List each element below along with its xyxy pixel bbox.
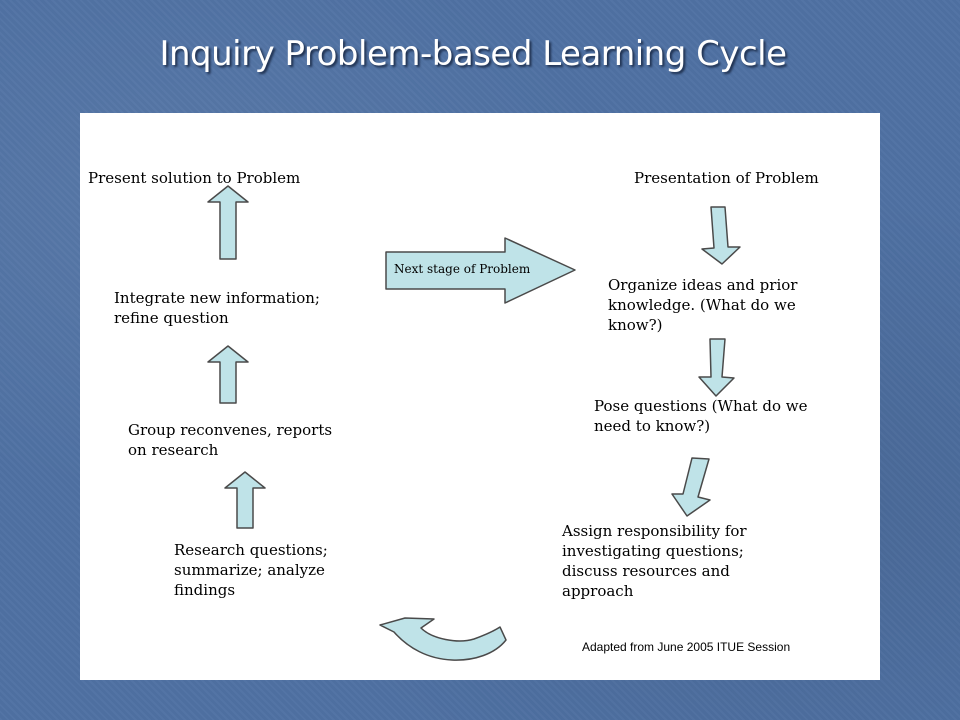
- step-present-solution: Present solution to Problem: [88, 169, 301, 187]
- step-integrate: Integrate new information; refine questi…: [114, 289, 320, 327]
- step-group-reconvenes: Group reconvenes, reports on research: [128, 421, 333, 459]
- step-research: Research questions; summarize; analyze f…: [174, 541, 328, 599]
- diagram-panel: Present solution to Problem Presentation…: [80, 113, 880, 680]
- step-assign: Assign responsibility for investigating …: [562, 522, 747, 600]
- step-organize: Organize ideas and prior knowledge. (Wha…: [608, 276, 798, 334]
- down-arrow-to-assign: [671, 457, 711, 517]
- credit-note: Adapted from June 2005 ITUE Session: [582, 640, 791, 654]
- down-arrow-to-organize: [701, 206, 741, 265]
- up-arrow-to-integrate: [207, 345, 249, 404]
- diagram-arrows: [207, 185, 741, 661]
- up-arrow-to-group: [224, 471, 266, 529]
- next-stage-arrow: [385, 237, 576, 304]
- step-pose-questions: Pose questions (What do we need to know?…: [594, 397, 808, 435]
- return-cycle-arrow: [379, 617, 507, 661]
- up-arrow-to-solution: [207, 185, 249, 260]
- step-presentation-of-problem: Presentation of Problem: [634, 169, 819, 187]
- slide-title: Inquiry Problem-based Learning Cycle: [159, 34, 787, 74]
- down-arrow-to-pose: [698, 338, 735, 397]
- next-stage-label: Next stage of Problem: [394, 262, 531, 276]
